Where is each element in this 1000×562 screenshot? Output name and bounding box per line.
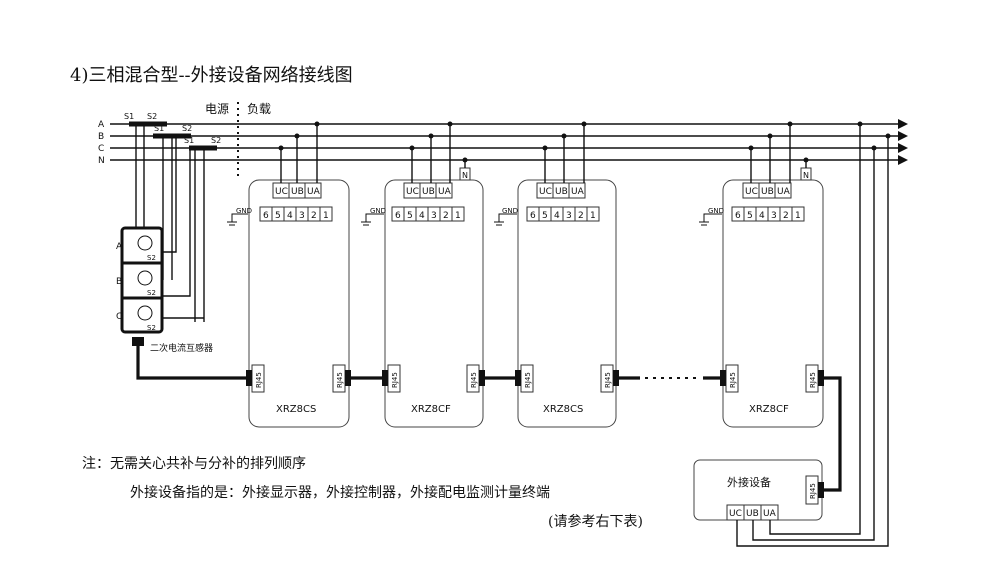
svg-text:S2: S2 <box>211 136 221 145</box>
svg-text:UB: UB <box>555 187 568 197</box>
svg-text:2: 2 <box>578 211 584 221</box>
device-model: XRZ8CS <box>543 404 583 415</box>
bus-label-c: C <box>98 144 104 154</box>
svg-text:UA: UA <box>571 187 585 197</box>
svg-text:RJ45: RJ45 <box>809 372 817 388</box>
note-line-1: 注：无需关心共补与分补的排列顺序 <box>82 456 306 472</box>
svg-text:4: 4 <box>419 211 425 221</box>
external-device: 外接设备 UC UB UA RJ45 <box>693 459 824 521</box>
svg-text:2: 2 <box>783 211 789 221</box>
svg-text:RJ45: RJ45 <box>255 372 263 388</box>
svg-text:GND: GND <box>370 207 386 215</box>
svg-text:UC: UC <box>729 509 742 519</box>
svg-text:S2: S2 <box>147 289 156 297</box>
svg-text:S2: S2 <box>147 324 156 332</box>
svg-text:UC: UC <box>745 187 758 197</box>
svg-text:UA: UA <box>438 187 452 197</box>
ct-phase-c: C <box>116 312 122 322</box>
svg-text:RJ45: RJ45 <box>604 372 612 388</box>
svg-text:5: 5 <box>747 211 753 221</box>
svg-text:UB: UB <box>291 187 304 197</box>
svg-text:RJ45: RJ45 <box>470 372 478 388</box>
svg-text:4: 4 <box>759 211 765 221</box>
svg-text:UB: UB <box>746 509 759 519</box>
svg-text:GND: GND <box>708 207 724 215</box>
svg-text:S2: S2 <box>182 124 192 133</box>
svg-text:1: 1 <box>795 211 801 221</box>
ct-phase-a: A <box>116 242 123 252</box>
svg-text:UB: UB <box>422 187 435 197</box>
svg-text:UA: UA <box>777 187 791 197</box>
svg-text:S1: S1 <box>184 136 194 145</box>
svg-text:4: 4 <box>554 211 560 221</box>
svg-text:N: N <box>462 171 468 180</box>
svg-text:6: 6 <box>735 211 741 221</box>
ct-bars: S1 S2 S1 S2 S1 S2 <box>124 112 221 151</box>
note-line-3: (请参考右下表) <box>548 513 643 530</box>
svg-text:RJ45: RJ45 <box>729 372 737 388</box>
svg-text:UC: UC <box>275 187 288 197</box>
svg-text:5: 5 <box>275 211 281 221</box>
svg-text:1: 1 <box>590 211 596 221</box>
svg-text:3: 3 <box>299 211 305 221</box>
svg-text:2: 2 <box>311 211 317 221</box>
svg-text:6: 6 <box>395 211 401 221</box>
ct-coil-b <box>137 270 153 286</box>
svg-text:2: 2 <box>443 211 449 221</box>
device-model: XRZ8CF <box>749 404 789 415</box>
svg-text:N: N <box>803 171 809 180</box>
note-line-2: 外接设备指的是：外接显示器，外接控制器，外接配电监测计量终端 <box>130 484 550 501</box>
svg-text:UB: UB <box>761 187 774 197</box>
ct-coil-c <box>137 305 153 321</box>
source-label: 电源 <box>205 102 229 116</box>
load-label: 负载 <box>247 102 271 116</box>
ct-wires <box>135 126 205 322</box>
ct-block: A B C S2 S2 S2 二次电流互感器 <box>116 226 213 354</box>
svg-text:1: 1 <box>323 211 329 221</box>
ct-phase-b: B <box>116 277 122 287</box>
svg-text:5: 5 <box>407 211 413 221</box>
svg-text:S1: S1 <box>154 124 164 133</box>
device-model: XRZ8CS <box>276 404 316 415</box>
ct-caption: 二次电流互感器 <box>150 342 213 354</box>
external-device-label: 外接设备 <box>727 475 771 489</box>
svg-text:S2: S2 <box>147 254 156 262</box>
svg-text:5: 5 <box>542 211 548 221</box>
bus-lines: A B C N <box>98 119 908 166</box>
bus-label-a: A <box>98 120 105 130</box>
bus-label-n: N <box>98 156 105 166</box>
svg-text:6: 6 <box>530 211 536 221</box>
bus-label-b: B <box>98 132 104 142</box>
svg-text:3: 3 <box>431 211 437 221</box>
svg-text:UA: UA <box>763 509 777 519</box>
voltage-wiring <box>278 121 809 183</box>
svg-text:RJ45: RJ45 <box>524 372 532 388</box>
svg-text:RJ45: RJ45 <box>809 483 817 499</box>
svg-text:6: 6 <box>263 211 269 221</box>
svg-text:GND: GND <box>502 207 518 215</box>
svg-text:3: 3 <box>566 211 572 221</box>
svg-text:S2: S2 <box>147 112 157 121</box>
svg-text:UC: UC <box>539 187 552 197</box>
external-voltage-wiring <box>736 121 891 547</box>
ct-coil-a <box>137 235 153 251</box>
device-model: XRZ8CF <box>411 404 451 415</box>
svg-text:UC: UC <box>406 187 419 197</box>
svg-text:GND: GND <box>236 207 252 215</box>
svg-text:RJ45: RJ45 <box>391 372 399 388</box>
svg-text:3: 3 <box>771 211 777 221</box>
svg-text:RJ45: RJ45 <box>336 372 344 388</box>
svg-text:S1: S1 <box>124 112 134 121</box>
rj45-chain <box>136 346 842 492</box>
svg-text:1: 1 <box>455 211 461 221</box>
page-title: 4)三相混合型--外接设备网络接线图 <box>70 65 353 86</box>
svg-text:4: 4 <box>287 211 293 221</box>
svg-text:UA: UA <box>307 187 321 197</box>
